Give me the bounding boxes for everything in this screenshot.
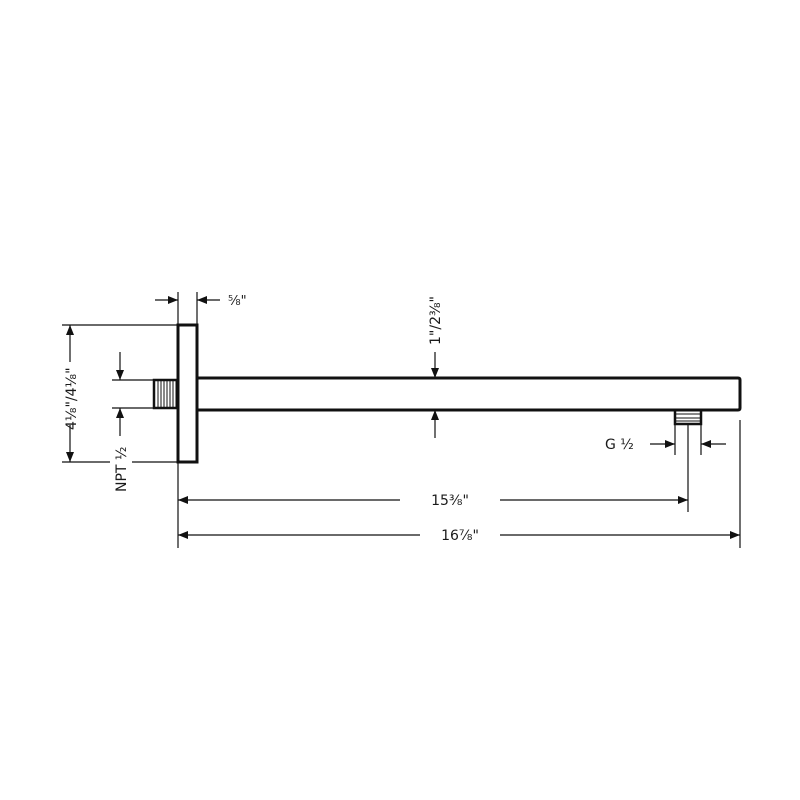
inlet-thread-nipple [152,378,180,410]
outlet-thread-label: G ½ [605,437,634,453]
outlet-distance-label: 15⅜" [431,493,469,509]
arm-body [197,376,742,412]
outlet-thread-nipple [673,408,703,426]
flange-thickness-label: ⅝" [228,294,247,309]
inlet-thread-label: NPT ½ [114,447,130,493]
overall-length-label: 16⅞" [441,528,479,544]
flange-height-label: 4⅛"/4⅛" [64,367,80,430]
dimension-lines [62,292,741,548]
arm-height-label: 1"/2⅜" [428,296,444,345]
wall-flange [176,323,199,464]
shower-arm-part [152,323,742,464]
